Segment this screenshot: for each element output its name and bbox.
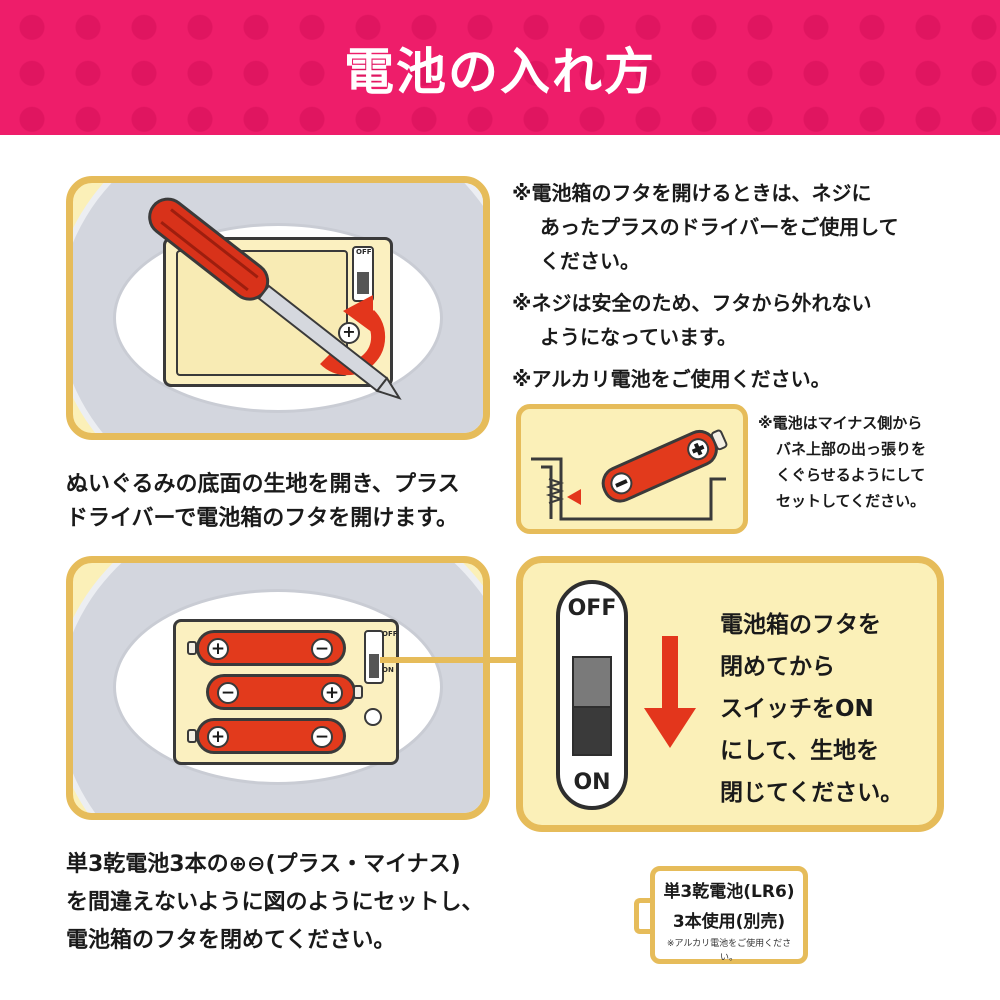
switch-knob-large — [572, 706, 612, 756]
step1-instruction: ぬいぐるみの底面の生地を開き、プラス ドライバーで電池箱のフタを開けます。 — [66, 468, 506, 536]
spec-line2: 3本使用(別売) — [672, 912, 786, 932]
power-switch-large: OFF ON — [556, 580, 628, 810]
battery-insert-panel — [516, 404, 748, 534]
arrow-down-icon — [644, 636, 696, 748]
switch-knob-2 — [369, 654, 379, 678]
spring-icon — [545, 478, 565, 504]
note-line3: ください。 — [540, 249, 640, 273]
minus-icon: − — [311, 638, 333, 660]
note-line4: ※ネジは安全のため、フタから外れない — [512, 291, 872, 315]
note-line1: ※電池箱のフタを開けるときは、ネジに — [512, 181, 872, 205]
spec-line3: ※アルカリ電池をご使用ください。 — [666, 939, 792, 963]
switch-line4: にして、生地を — [720, 738, 880, 764]
switch-off-label: OFF — [356, 248, 372, 256]
page-title: 電池の入れ方 — [344, 42, 656, 101]
step2-illustration-panel: OFF ON + − − + + − — [66, 556, 490, 820]
switch-line2: 閉めてから — [720, 654, 835, 680]
minus-icon: − — [311, 726, 333, 748]
note-line2: あったプラスのドライバーをご使用して — [540, 215, 899, 239]
arrow-left-icon — [567, 489, 581, 505]
plus-icon: + — [207, 726, 229, 748]
battery-top: + − — [187, 630, 346, 666]
screw-icon-2 — [364, 708, 382, 726]
switch-instruction: 電池箱のフタを 閉めてから スイッチをON にして、生地を 閉じてください。 — [720, 604, 940, 814]
battery-compartment: OFF ON + − − + + − — [173, 619, 399, 765]
insert-note-line3: くぐらせるようにして — [776, 466, 926, 484]
insert-note-line4: セットしてください。 — [776, 492, 926, 510]
step1-line2: ドライバーで電池箱のフタを開けます。 — [66, 506, 459, 531]
step2-instruction: 単3乾電池3本の⊕⊖(プラス・マイナス) を間違えないように図のようにセットし、… — [66, 846, 546, 960]
plus-icon: + — [207, 638, 229, 660]
switch-line1: 電池箱のフタを — [720, 612, 881, 638]
switch-off-label-2: OFF — [382, 630, 398, 638]
battery-insert-illustration — [531, 429, 728, 521]
step2-line2: を間違えないように図のようにセットし、 — [66, 890, 484, 915]
switch-knob — [357, 272, 369, 294]
screwdriver-icon — [148, 197, 402, 400]
switch-off-label-large: OFF — [567, 596, 617, 621]
aa-battery-icon — [601, 429, 728, 503]
step2-line3: 電池箱のフタを閉めてください。 — [66, 928, 396, 953]
step2-line1: 単3乾電池3本の⊕⊖(プラス・マイナス) — [66, 852, 461, 877]
insert-note-line2: バネ上部の出っ張りを — [776, 440, 927, 458]
rotate-arrow-icon — [320, 295, 386, 376]
plus-icon: + — [321, 682, 343, 704]
switch-line3: スイッチをON — [720, 696, 874, 722]
minus-icon: − — [217, 682, 239, 704]
callout-connector — [380, 657, 520, 663]
header-banner: 電池の入れ方 — [0, 0, 1000, 135]
step1-line1: ぬいぐるみの底面の生地を開き、プラス — [66, 472, 460, 497]
battery-middle: − + — [206, 674, 363, 710]
switch-on-label-large: ON — [573, 770, 611, 795]
battery-bottom-cap — [187, 729, 197, 743]
battery-spec-badge: 単3乾電池(LR6) 3本使用(別売) ※アルカリ電池をご使用ください。 — [650, 866, 808, 964]
note-line5: ようになっています。 — [540, 325, 737, 349]
power-switch-small — [352, 246, 374, 302]
switch-on-label-2: ON — [382, 666, 394, 674]
cover-notes: ※電池箱のフタを開けるときは、ネジに あったプラスのドライバーをご使用して くだ… — [512, 176, 982, 396]
screwdriver-illustration — [148, 197, 402, 400]
battery-middle-cap — [353, 685, 363, 699]
note-line6: ※アルカリ電池をご使用ください。 — [512, 367, 831, 391]
switch-line5: 閉じてください。 — [720, 780, 904, 806]
spec-line1: 単3乾電池(LR6) — [663, 882, 795, 902]
step1-illustration-panel: OFF + — [66, 176, 490, 440]
screw-icon: + — [338, 322, 360, 344]
battery-insert-note: ※電池はマイナス側から バネ上部の出っ張りを くぐらせるようにして セットしてく… — [758, 410, 998, 514]
battery-bottom: + − — [187, 718, 346, 754]
battery-top-cap — [187, 641, 197, 655]
insert-note-line1: ※電池はマイナス側から — [758, 414, 923, 432]
